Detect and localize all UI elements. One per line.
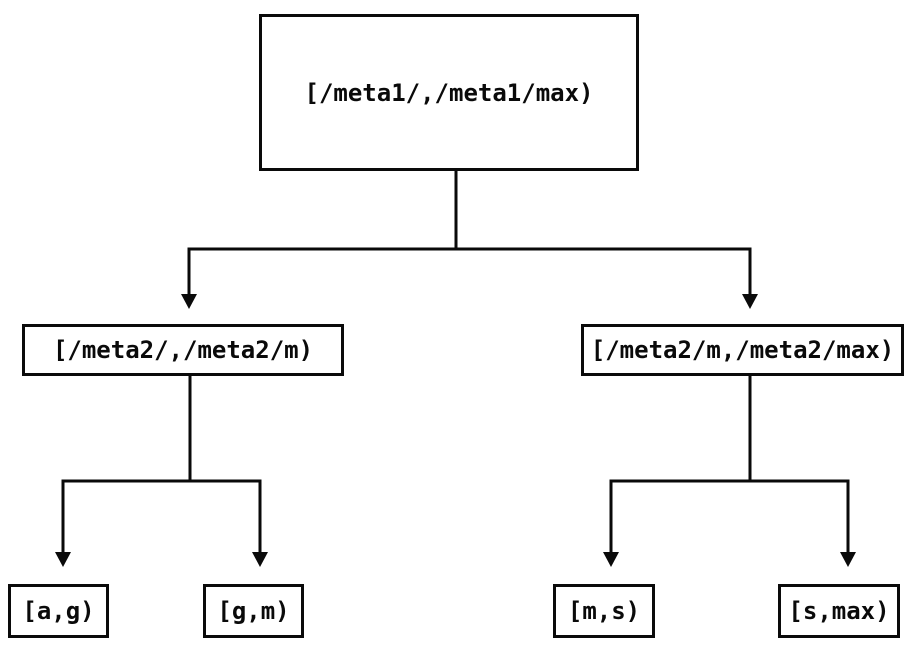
tree-node-meta2-left: [/meta2/,/meta2/m)	[22, 324, 344, 376]
tree-node-label: [/meta2/,/meta2/m)	[52, 336, 314, 364]
arrowhead-down-icon	[252, 552, 268, 567]
tree-node-label: [a,g)	[22, 597, 95, 625]
connector-right-to-leaves	[609, 479, 850, 554]
arrowhead-down-icon	[840, 552, 856, 567]
connector-root-to-children	[187, 247, 752, 296]
connector-left-to-leaves	[61, 479, 262, 554]
tree-node-label: [s,max)	[788, 597, 890, 625]
tree-node-label: [/meta2/m,/meta2/max)	[590, 336, 895, 364]
arrowhead-down-icon	[742, 294, 758, 309]
tree-node-root: [/meta1/,/meta1/max)	[259, 14, 639, 171]
arrowhead-down-icon	[55, 552, 71, 567]
tree-node-leaf-ag: [a,g)	[8, 584, 109, 638]
tree-node-leaf-gm: [g,m)	[203, 584, 304, 638]
arrowhead-down-icon	[603, 552, 619, 567]
tree-node-leaf-ms: [m,s)	[553, 584, 655, 638]
tree-node-label: [g,m)	[217, 597, 290, 625]
tree-node-label: [/meta1/,/meta1/max)	[304, 78, 594, 107]
tree-node-leaf-smax: [s,max)	[778, 584, 900, 638]
tree-node-meta2-right: [/meta2/m,/meta2/max)	[581, 324, 904, 376]
arrowhead-down-icon	[181, 294, 197, 309]
tree-node-label: [m,s)	[567, 597, 641, 625]
